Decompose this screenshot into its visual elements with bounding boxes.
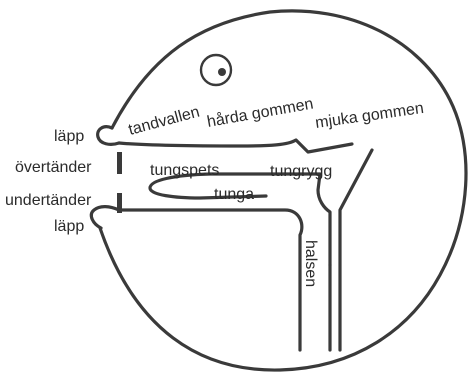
lower-lip [89, 205, 121, 230]
head-outline [98, 9, 468, 372]
tongue-outline [148, 172, 332, 267]
label-harda-gommen: hårda gommen [206, 95, 315, 131]
label-overtander: övertänder [15, 159, 92, 176]
pharynx-back-wall [338, 148, 374, 352]
label-undertander: undertänder [5, 192, 92, 209]
lower-teeth [117, 193, 122, 213]
eye-icon [199, 53, 233, 87]
label-tunga: tunga [214, 186, 254, 203]
label-tandvallen: tandvallen [127, 104, 202, 139]
upper-lip [96, 125, 121, 146]
label-lapp-upper: läpp [54, 128, 84, 145]
mouth-floor [117, 208, 304, 352]
label-lapp-lower: läpp [54, 218, 84, 235]
label-tungrygg: tungrygg [270, 163, 332, 180]
label-halsen: halsen [302, 240, 319, 287]
upper-teeth [117, 152, 122, 174]
label-tungspets: tungspets [150, 162, 219, 179]
palate-line [117, 138, 354, 154]
eye-pupil [218, 68, 226, 76]
label-mjuka-gommen: mjuka gommen [314, 100, 425, 132]
